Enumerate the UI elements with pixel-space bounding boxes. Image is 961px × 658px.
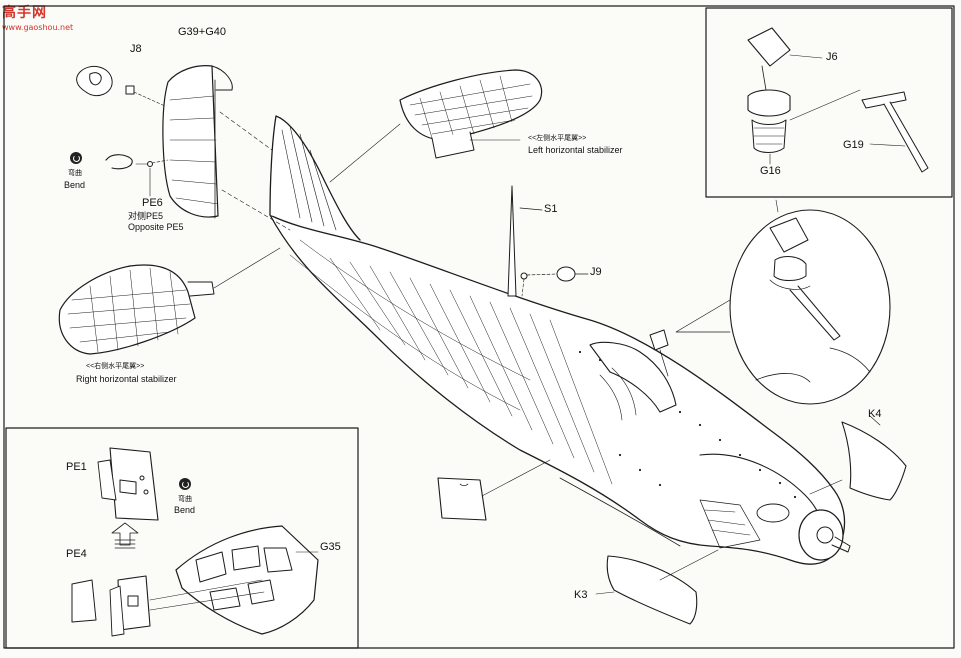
control-stick-part: [649, 329, 669, 377]
label-right-stabilizer-cn: <<右侧水平尾翼>>: [86, 363, 145, 370]
label-right-stabilizer: Right horizontal stabilizer: [76, 374, 177, 384]
label-bend-cn-2: 弯曲: [178, 496, 192, 503]
label-g35: G35: [320, 541, 341, 553]
label-bend-2: Bend: [174, 505, 196, 515]
label-bend-1: Bend: [64, 180, 86, 190]
control-stick-assembly: [747, 27, 929, 173]
label-opposite-pe5: Opposite PE5: [128, 222, 184, 232]
inset-box-control-stick: [705, 7, 953, 198]
parts-j8-pe6: [76, 65, 169, 197]
label-opposite-pe5-cn: 对侧PE5: [128, 211, 164, 221]
right-horizontal-stabilizer: [58, 247, 281, 355]
panel-k3: [595, 549, 719, 625]
panel-k4: [809, 415, 907, 501]
label-j6: J6: [826, 51, 838, 63]
arrow-down-icon: [111, 522, 139, 546]
bend-icon: [179, 478, 191, 490]
fuselage: [269, 115, 851, 565]
label-g39-g40: G39+G40: [178, 26, 227, 38]
label-k4: K4: [868, 408, 882, 420]
antenna-s1: [507, 185, 543, 297]
elevator-g39-g40: [162, 65, 291, 231]
inset-box-instrument-panel: [5, 427, 359, 649]
part-j9: [520, 266, 589, 297]
label-left-stabilizer-cn: <<左侧水平尾翼>>: [528, 135, 587, 142]
watermark-logo: 高手网 www.gaoshou.net: [2, 2, 74, 40]
label-k3: K3: [574, 589, 588, 601]
watermark-chinese: 高手网: [2, 5, 47, 21]
label-j8: J8: [130, 43, 142, 55]
label-s1: S1: [544, 203, 558, 215]
label-j9: J9: [590, 266, 602, 278]
label-bend-cn-1: 弯曲: [68, 170, 82, 177]
instrument-panel-assembly: [71, 447, 319, 637]
label-pe1: PE1: [66, 461, 87, 473]
label-g16: G16: [760, 165, 781, 177]
bend-icon: [70, 152, 82, 164]
label-pe4: PE4: [66, 548, 87, 560]
page-frame: [3, 5, 955, 649]
belly-panel: [437, 459, 551, 521]
left-horizontal-stabilizer: [329, 69, 543, 183]
label-pe6: PE6: [142, 197, 163, 209]
detail-zoom-circle: [675, 199, 891, 405]
label-g19: G19: [843, 139, 864, 151]
watermark-url: www.gaoshou.net: [2, 23, 74, 32]
label-left-stabilizer: Left horizontal stabilizer: [528, 145, 623, 155]
